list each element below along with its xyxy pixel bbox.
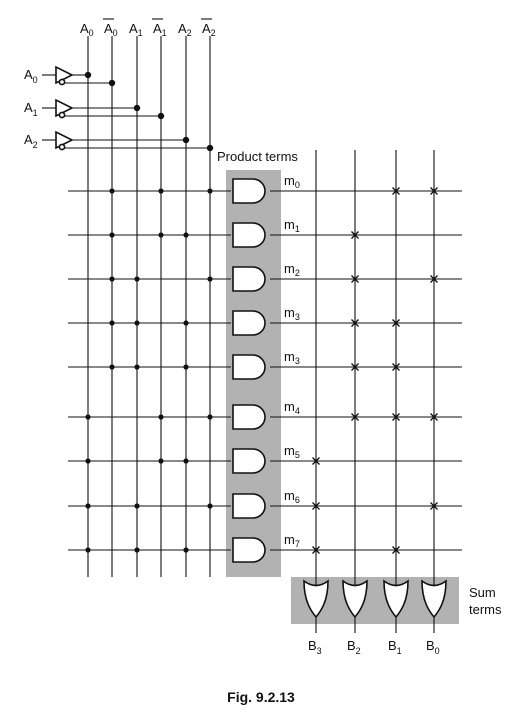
and-connection-dot [109, 232, 115, 238]
inverter-bubble-icon [58, 143, 66, 151]
output-label-0: B3 [308, 638, 322, 656]
junction-dot [206, 144, 214, 152]
and-connection-dot [134, 503, 140, 509]
and-connection-dot [109, 364, 115, 370]
or-connection-cross [351, 275, 359, 283]
sum-terms-label-line1: Sum [469, 585, 496, 600]
or-gate-icon [383, 579, 409, 619]
or-gate-icon [303, 579, 329, 619]
product-label-5: m4 [284, 399, 300, 416]
and-connection-dot [85, 458, 91, 464]
and-connection-dot [134, 364, 140, 370]
and-connection-dot [85, 414, 91, 420]
and-connection-dot [183, 232, 189, 238]
product-terms-label: Product terms [217, 149, 298, 164]
or-connection-cross [312, 457, 320, 465]
and-connection-dot [207, 503, 213, 509]
or-connection-cross [351, 231, 359, 239]
and-gate-icon [232, 310, 266, 336]
buffer-icon [55, 65, 74, 85]
and-gate-icon [232, 537, 266, 563]
junction-dot [157, 112, 165, 120]
column-label-1: A0 [104, 21, 118, 38]
and-connection-dot [183, 458, 189, 464]
or-gate-icon [342, 579, 368, 619]
input-label-1: A1 [24, 100, 38, 118]
product-label-2: m2 [284, 261, 300, 278]
or-connection-cross [430, 502, 438, 510]
and-connection-dot [183, 320, 189, 326]
and-connection-dot [134, 547, 140, 553]
and-connection-dot [183, 547, 189, 553]
and-connection-dot [134, 276, 140, 282]
or-connection-cross [312, 502, 320, 510]
junction-dot [133, 104, 141, 112]
and-connection-dot [134, 320, 140, 326]
figure-caption: Fig. 9.2.13 [227, 689, 295, 705]
product-label-3: m3 [284, 305, 300, 322]
junction-dot [84, 71, 92, 79]
or-connection-cross [392, 187, 400, 195]
or-gate-icon [421, 579, 447, 619]
and-connection-dot [158, 188, 164, 194]
output-label-3: B0 [426, 638, 440, 656]
column-label-5: A2 [202, 21, 216, 38]
buffer-icon [55, 130, 74, 150]
input-label-0: A0 [24, 67, 38, 85]
and-gate-icon [232, 222, 266, 248]
and-gate-icon [232, 354, 266, 380]
or-connection-cross [430, 413, 438, 421]
inverter-bubble-icon [58, 78, 66, 86]
and-gate-icon [232, 178, 266, 204]
column-label-0: A0 [80, 21, 94, 38]
product-label-8: m7 [284, 532, 300, 549]
and-connection-dot [158, 414, 164, 420]
sum-terms-label-line2: terms [469, 602, 502, 617]
and-connection-dot [109, 320, 115, 326]
or-connection-cross [312, 546, 320, 554]
or-connection-cross [392, 319, 400, 327]
or-connection-cross [430, 187, 438, 195]
column-label-3: A1 [153, 21, 167, 38]
and-connection-dot [207, 188, 213, 194]
and-gate-icon [232, 266, 266, 292]
product-label-6: m5 [284, 443, 300, 460]
product-label-1: m1 [284, 217, 300, 234]
or-connection-cross [392, 413, 400, 421]
or-connection-cross [351, 413, 359, 421]
junction-dot [108, 79, 116, 87]
and-connection-dot [207, 276, 213, 282]
and-connection-dot [85, 503, 91, 509]
output-label-2: B1 [388, 638, 402, 656]
product-label-4: m3 [284, 349, 300, 366]
product-label-0: m0 [284, 173, 300, 190]
buffer-icon [55, 98, 74, 118]
or-connection-cross [351, 319, 359, 327]
and-connection-dot [158, 458, 164, 464]
and-gate-icon [232, 448, 266, 474]
and-connection-dot [109, 276, 115, 282]
or-connection-cross [351, 363, 359, 371]
or-connection-cross [392, 546, 400, 554]
column-label-2: A1 [129, 21, 143, 38]
and-connection-dot [207, 414, 213, 420]
and-connection-dot [109, 188, 115, 194]
and-gate-icon [232, 404, 266, 430]
output-label-1: B2 [347, 638, 361, 656]
and-connection-dot [183, 364, 189, 370]
or-connection-cross [430, 275, 438, 283]
column-label-4: A2 [178, 21, 192, 38]
and-connection-dot [158, 232, 164, 238]
junction-dot [182, 136, 190, 144]
or-connection-cross [392, 363, 400, 371]
and-connection-dot [85, 547, 91, 553]
and-gate-icon [232, 493, 266, 519]
product-label-7: m6 [284, 488, 300, 505]
input-label-2: A2 [24, 132, 38, 150]
inverter-bubble-icon [58, 111, 66, 119]
